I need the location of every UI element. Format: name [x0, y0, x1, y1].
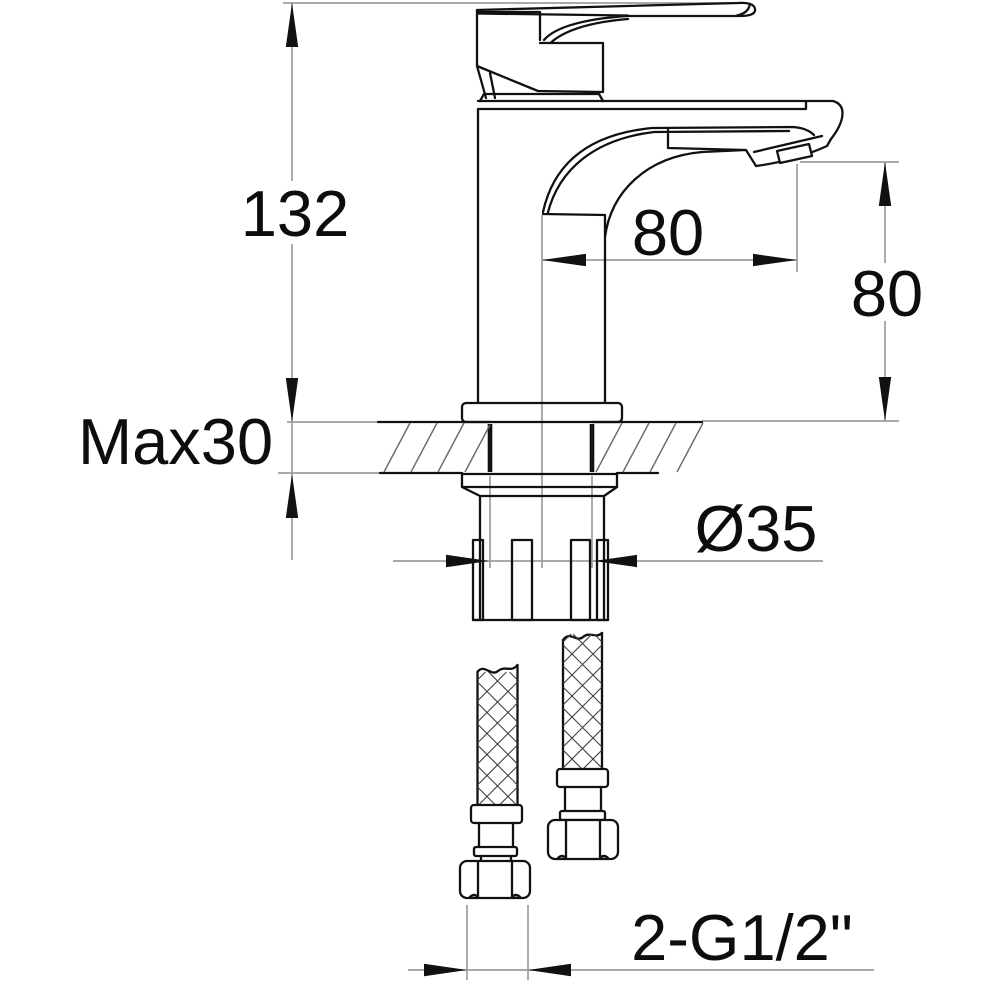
pattern-line [488, 671, 518, 702]
pattern-line [477, 723, 518, 765]
handle-lever-blade [475, 1, 757, 44]
handle-body-outline [475, 8, 605, 103]
pattern-line [562, 728, 603, 769]
hose-hex-nut [458, 859, 532, 900]
hose-tube [563, 785, 603, 814]
arrow-right-icon [753, 253, 797, 267]
hose-ring [558, 809, 607, 822]
spout-body [476, 99, 844, 405]
pattern-line [410, 422, 438, 473]
pattern-line [477, 671, 486, 681]
arrow-right-icon [446, 554, 489, 568]
dimension-labels: 132 Max30 80 80 Ø35 2-G1/2" [78, 177, 923, 974]
hose-braid-sides [476, 663, 519, 808]
nut-tab [510, 538, 534, 622]
faucet-outline [376, 1, 844, 900]
counter-extension-left [278, 421, 382, 474]
dim-line-connection [408, 905, 874, 980]
label-supply-connection: 2-G1/2" [631, 901, 853, 974]
aerator [752, 134, 833, 168]
hose-braid-pattern [562, 633, 603, 771]
pattern-line [581, 749, 603, 771]
hose-crimp-collar [469, 803, 524, 825]
pattern-line [595, 422, 623, 473]
label-overall-height: 132 [241, 177, 349, 250]
arrow-left-icon [542, 253, 586, 267]
arrow-down-icon [878, 377, 892, 421]
handle-body [475, 8, 605, 103]
pattern-line [477, 786, 497, 807]
mounting-nut [460, 472, 619, 622]
hex-nut-facets [556, 819, 610, 860]
hose-hex-nut [546, 818, 620, 861]
aerator-outlet-face [775, 142, 814, 165]
hose-crimp-collar [555, 767, 610, 789]
counter-surface-lines [376, 420, 704, 475]
pattern-line [622, 422, 650, 473]
supply-hose-left [458, 663, 532, 900]
pattern-line [464, 424, 491, 473]
pattern-line [593, 633, 603, 643]
nut-tab [471, 538, 485, 622]
arrow-up-icon [285, 3, 299, 47]
supply-hose-right [546, 631, 620, 861]
hex-nut-facets [468, 860, 522, 899]
arrow-up-icon [878, 162, 892, 206]
pattern-line [562, 707, 603, 748]
countertop-cross-section [376, 420, 704, 475]
dimension-arrows [285, 3, 892, 977]
dimension-lines [278, 2, 899, 980]
pattern-line [437, 422, 465, 473]
pattern-line [562, 633, 572, 643]
arrow-left-icon [594, 554, 637, 568]
pattern-line [562, 644, 603, 685]
hose-tube [477, 821, 515, 850]
label-outlet-height: 80 [851, 257, 923, 330]
label-max-thickness: Max30 [78, 405, 273, 478]
mounting-nut-outline [460, 472, 619, 622]
arrow-left-icon [528, 963, 571, 977]
arrow-down-icon [285, 378, 299, 422]
pattern-line [477, 765, 518, 807]
counter-hatch-left [383, 422, 491, 473]
pattern-line [676, 422, 704, 473]
pattern-line [562, 665, 603, 706]
counter-hatch-right [595, 422, 704, 473]
pattern-line [477, 671, 507, 702]
nut-tab [595, 538, 610, 622]
pattern-line [477, 681, 518, 723]
base-plate [460, 401, 624, 424]
pattern-line [572, 633, 603, 664]
pattern-line [562, 686, 603, 727]
threaded-shank [487, 424, 595, 472]
hose-braid-sides [561, 631, 604, 772]
spout-outline [476, 99, 844, 405]
pattern-line [649, 422, 677, 473]
label-spout-reach: 80 [632, 196, 704, 269]
pattern-line [562, 749, 584, 771]
pattern-line [477, 702, 518, 744]
label-hole-diameter: Ø35 [695, 492, 818, 565]
pattern-line [509, 671, 518, 681]
arrow-right-icon [424, 963, 467, 977]
nut-tab [569, 538, 592, 622]
arrow-up-icon [285, 474, 299, 518]
hose-braid-torn-edge [476, 663, 519, 674]
handle-lever [475, 1, 757, 44]
hose-ring [472, 845, 519, 858]
pattern-line [562, 633, 593, 664]
pattern-line [383, 422, 411, 473]
dim-line-outlet-height [702, 161, 899, 422]
pattern-line [477, 744, 518, 786]
hose-braid-pattern [477, 671, 518, 807]
